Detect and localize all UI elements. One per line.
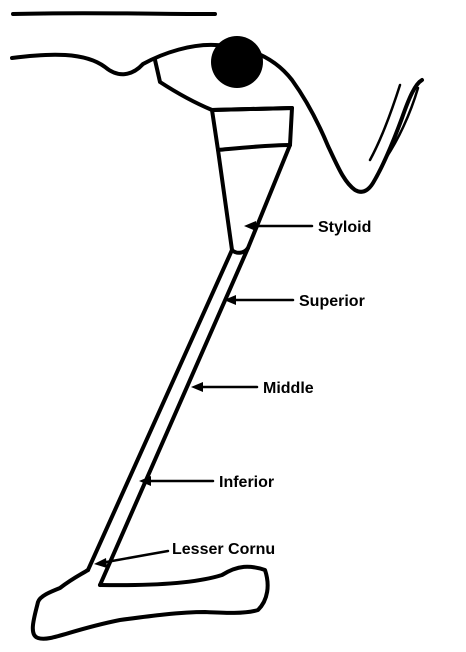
styloid-process [212, 108, 292, 253]
ear-arc-inner [370, 85, 400, 160]
ligament-left-edge [88, 250, 232, 570]
styloid-band [218, 145, 290, 150]
label-superior: Superior [299, 293, 365, 310]
label-inferior: Inferior [219, 474, 274, 491]
styloid-arrowhead [244, 221, 256, 231]
skull-top-contour [13, 13, 215, 14]
label-lesser-cornu: Lesser Cornu [172, 541, 275, 558]
label-middle: Middle [263, 380, 314, 397]
lesser-cornu-arrowhead [94, 558, 107, 568]
middle-arrowhead [191, 382, 203, 392]
ligament-right-edge [100, 248, 248, 585]
label-styloid: Styloid [318, 219, 371, 236]
eye-icon [211, 36, 263, 88]
hyoid-bone [33, 567, 268, 639]
